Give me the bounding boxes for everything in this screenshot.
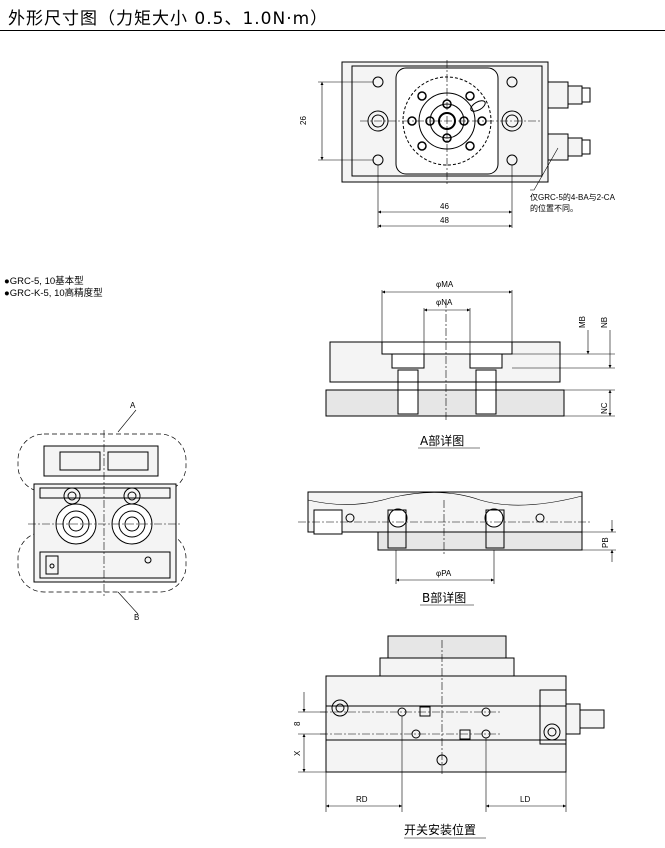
switch-view-caption: 开关安装位置 [404,822,476,837]
top-view [318,60,591,228]
detail-a-ma-label: φMA [436,280,454,289]
switch-view-ld-label: LD [520,795,530,804]
side-view-marker-b: B [134,613,139,622]
switch-view-drawing [298,635,605,839]
detail-a-nc-label: NC [600,402,609,414]
top-view-note-line2: 的位置不同。 [530,203,578,213]
page-title: 外形尺寸图（力矩大小 0.5、1.0N·m） [8,9,329,29]
switch-view-dim-x-label: X [293,750,302,756]
legend-item-basic: ●GRC-5, 10基本型 [4,276,84,287]
dim-height-label: 26 [299,116,308,125]
side-view-marker-a: A [130,401,136,410]
detail-b-pa-label: φPA [436,569,452,578]
detail-a-nb-label: NB [600,317,609,328]
switch-view-rd-label: RD [356,795,368,804]
detail-a-na-label: φNA [436,298,453,307]
side-view [17,409,187,615]
detail-a-caption: A部详图 [420,433,464,448]
top-view-note-line1: 仅GRC-5的4-BA与2-CA [530,192,616,202]
title-divider [0,30,665,31]
detail-a-mb-label: MB [578,316,587,328]
legend-item-high-precision: ●GRC-K-5, 10高精度型 [4,288,103,299]
dim-outer-width-label: 48 [440,216,449,225]
dim-inner-width-label: 46 [440,202,449,211]
detail-b-drawing [298,491,616,606]
switch-view-dim-8-label: 8 [293,721,302,726]
model-legend: ●GRC-5, 10基本型 ●GRC-K-5, 10高精度型 [4,276,103,300]
detail-a-drawing [325,290,615,449]
detail-b-caption: B部详图 [422,590,466,605]
detail-b-pb-label: PB [601,537,610,548]
